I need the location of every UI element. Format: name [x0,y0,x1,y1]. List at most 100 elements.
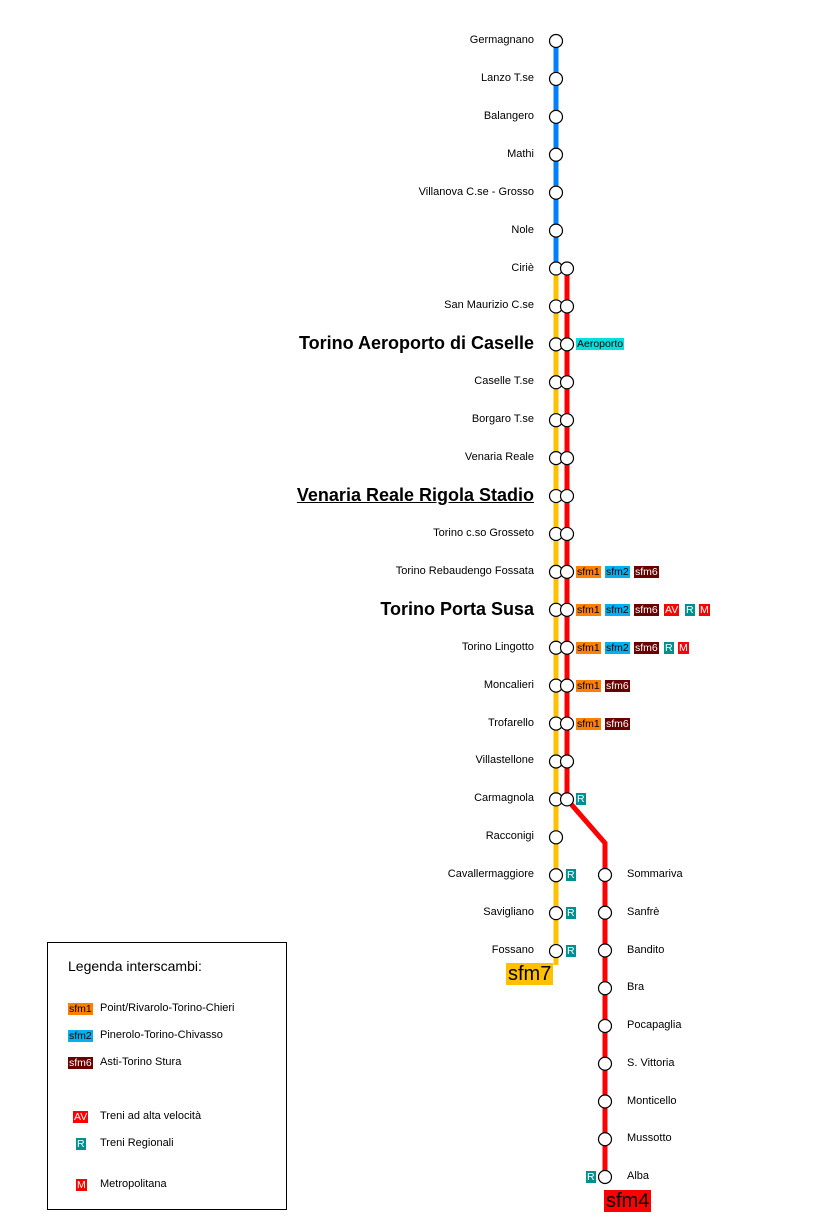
badge-sfm1: sfm1 [576,641,601,654]
badge-sfm6: sfm6 [605,717,630,730]
badge-sfm2: sfm2 [605,603,630,616]
station-label: Torino Rebaudengo Fossata [395,564,534,577]
badge-sfm1: sfm1 [576,603,601,616]
station-label: Sanfrè [627,905,660,918]
station-marker [559,375,575,390]
station-label: Torino Lingotto [461,640,534,653]
station-label: Moncalieri [483,678,534,691]
station-label: Germagnano [469,34,534,46]
badge-sfm1: sfm1 [576,565,601,578]
badge-av: AV [664,603,680,616]
station-label: Pocapaglia [627,1019,682,1031]
badge-sfm2: sfm2 [605,641,630,654]
legend-badge-sfm6: sfm6 [68,1057,93,1069]
station-label: Monticello [627,1094,677,1107]
station-label: Alba [627,1170,650,1182]
station-label: Nole [511,223,534,236]
badge-r: R [566,907,576,920]
badge-sfm6: sfm6 [634,603,659,616]
station-marker [559,640,575,655]
badge-sfm6: sfm6 [605,679,630,692]
badge-r: R [664,641,674,654]
station-label: Ciriè [511,261,534,274]
station-label: Mathi [507,147,534,160]
legend-item-text: Metropolitana [100,1178,167,1190]
badge-m: M [678,641,689,654]
station-marker [559,413,575,428]
station-marker [559,678,575,693]
station-marker [548,185,564,200]
station-marker [597,1169,613,1185]
station-marker [548,906,564,921]
station-marker [548,223,564,238]
station-label: Torino Porta Susa [380,598,534,619]
station-marker [559,602,575,617]
station-marker [559,337,575,352]
station-label: Savigliano [483,906,534,919]
station-label: Balangero [483,109,534,122]
legend-badge-sfm1: sfm1 [68,1003,93,1015]
badge-sfm1: sfm1 [576,679,601,692]
station-marker [597,1132,613,1147]
station-marker [559,488,575,504]
station-marker [559,261,575,276]
station-label: Caselle T.se [474,375,534,388]
station-marker [597,981,613,996]
station-marker [548,147,564,162]
station-label: Sommariva [627,868,683,880]
legend-item-text: Point/Rivarolo-Torino-Chieri [100,1002,235,1014]
station-marker [548,943,564,959]
line-tag-sfm7: sfm7 [506,963,554,985]
station-label: Venaria Reale Rigola Stadio [296,485,534,506]
station-label: Cavallermaggiore [447,868,534,881]
station-label: Trofarello [487,716,534,729]
legend-badge-r: R [76,1138,86,1150]
station-label: San Maurizio C.se [444,299,534,312]
station-marker [559,451,575,466]
station-marker [548,830,564,845]
legend-badge-av: AV [73,1111,89,1123]
legend-badge-sfm2: sfm2 [68,1030,93,1042]
station-label: Torino Aeroporto di Caselle [298,333,534,354]
station-label: Racconigi [485,830,534,843]
badge-sfm6: sfm6 [634,641,659,654]
badge-sfm6: sfm6 [634,565,659,578]
station-marker [597,943,613,958]
station-label: Carmagnola [474,792,534,805]
station-label: Mussotto [627,1132,672,1145]
badge-r: R [576,793,586,806]
badge-sfm2: sfm2 [605,565,630,578]
badge-aeroporto: Aeroporto [576,338,625,351]
station-label: Bandito [627,943,665,956]
station-label: Bra [627,981,645,994]
legend-item-text: Pinerolo-Torino-Chivasso [100,1029,223,1041]
station-marker [559,754,575,769]
station-marker [597,1094,613,1109]
station-marker [559,716,575,731]
station-marker [597,867,613,883]
station-marker [548,33,564,49]
legend-title: Legenda interscambi: [68,958,202,974]
legend-item-text: Asti-Torino Stura [100,1056,182,1068]
badge-r: R [685,603,695,616]
station-label: Villanova C.se - Grosso [418,185,534,198]
station-marker [548,71,564,87]
station-label: Lanzo T.se [480,71,534,84]
legend-item-text: Treni Regionali [100,1137,174,1149]
station-marker [559,792,575,807]
legend-badge-m: M [76,1179,87,1191]
badge-r: R [566,945,576,958]
station-label: S. Vittoria [627,1056,675,1069]
station-label: Fossano [491,944,534,957]
station-label: Torino c.so Grosseto [433,526,534,539]
station-marker [597,1018,613,1034]
station-marker [597,905,613,920]
badge-r: R [566,869,576,882]
badge-sfm1: sfm1 [576,717,601,730]
badge-r: R [586,1171,596,1183]
station-label: Venaria Reale [464,451,534,464]
station-marker [597,1056,613,1071]
station-marker [559,564,575,579]
